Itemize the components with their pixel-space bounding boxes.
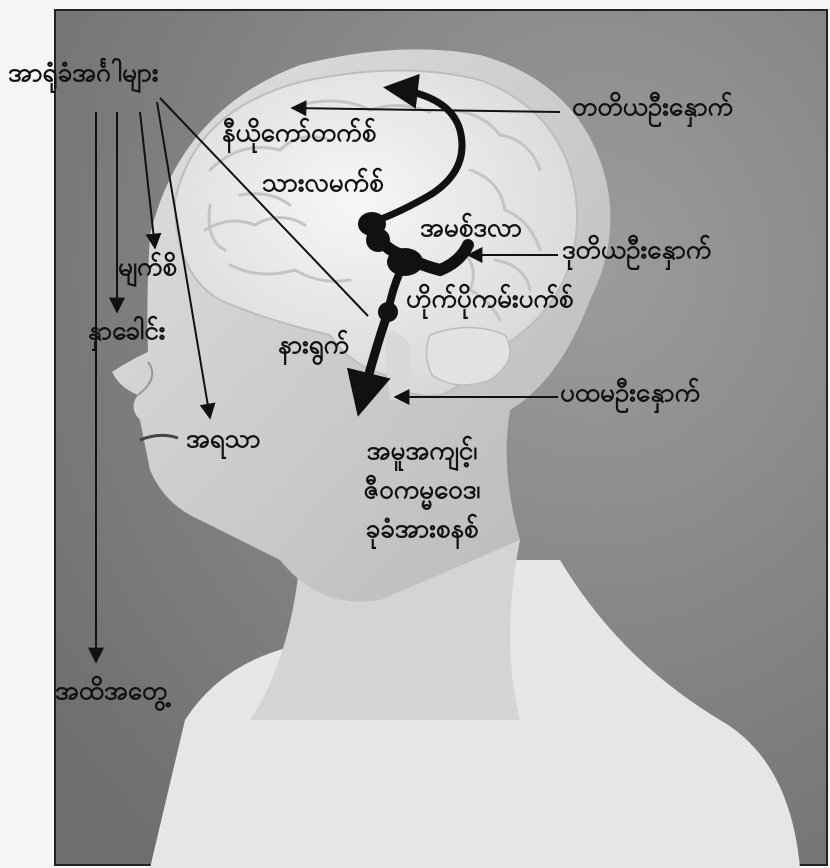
label-senses: အာရုံခံအင်္ဂါများ <box>8 58 158 89</box>
label-taste: အရသာ <box>186 424 261 455</box>
label-nose: နှာခေါင်း <box>88 316 165 347</box>
label-second-brain: ဒုတိယဦးနှောက် <box>562 235 711 266</box>
label-olfactory: နားရွက် <box>278 330 349 361</box>
label-hippocampus: ဟိုက်ပိုကမ်းပက်စ် <box>406 284 574 315</box>
label-output-immunity: ခုခံအားစနစ် <box>322 510 522 549</box>
label-output-physiology: ဇီဝကမ္မဝေဒ၊ <box>322 471 522 510</box>
label-first-brain: ပထမဦးနှောက် <box>560 378 700 409</box>
label-outputs: အမူအကျင့်၊ ဇီဝကမ္မဝေဒ၊ ခုခံအားစနစ် <box>322 432 522 549</box>
label-neocortex: နီယိုကော်တက်စ် <box>222 118 376 149</box>
label-eye: မျက်စိ <box>118 252 177 283</box>
label-amygdala: အမစ်ဒလာ <box>420 213 522 244</box>
label-touch: အထိအတွေ့ <box>55 676 167 707</box>
label-limbic: သားလမက်စ် <box>262 168 384 199</box>
label-output-behavior: အမူအကျင့်၊ <box>322 432 522 471</box>
label-third-brain: တတိယဦးနှောက် <box>572 92 733 123</box>
